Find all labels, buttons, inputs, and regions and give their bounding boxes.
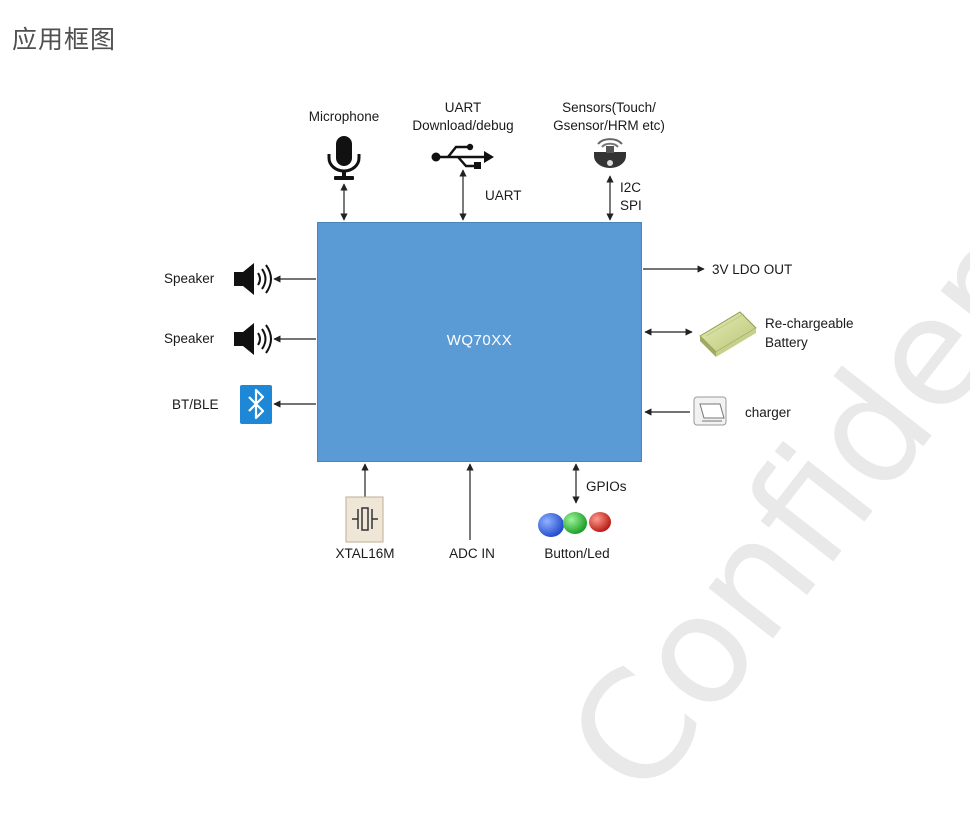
chip-block: [317, 222, 642, 462]
page-title: 应用框图: [12, 25, 117, 54]
battery-label-line1: Re-chargeable: [765, 316, 854, 331]
charger-label: charger: [745, 405, 791, 420]
speaker-label-2: Speaker: [164, 331, 215, 346]
uart-title-line1: UART: [444, 100, 482, 115]
gpios-label: GPIOs: [586, 479, 627, 494]
speaker-icon: [234, 263, 272, 295]
bus-i2c-label: I2C: [620, 180, 642, 195]
chip-label: WQ70XX: [446, 332, 513, 349]
sensors-label-line2: Gsensor/HRM etc): [553, 118, 665, 133]
microphone-icon: [327, 136, 361, 180]
charger-icon: [693, 396, 727, 426]
sensor-icon: [594, 138, 626, 168]
microphone-label: Microphone: [308, 109, 380, 124]
bt-label: BT/BLE: [172, 397, 219, 412]
bus-spi-label: SPI: [620, 198, 642, 213]
battery-icon: [699, 311, 757, 357]
uart-link-label: UART: [485, 188, 522, 203]
adc-label: ADC IN: [449, 546, 495, 561]
speaker-icon: [234, 323, 272, 355]
crystal-icon: [345, 496, 384, 543]
usb-icon: [431, 143, 494, 169]
block-diagram: [234, 136, 757, 543]
xtal-label: XTAL16M: [335, 546, 395, 561]
battery-label-line2: Battery: [765, 335, 808, 350]
led-buttons-icon: [538, 512, 611, 537]
sensors-label-line1: Sensors(Touch/: [562, 100, 656, 115]
button-led-label: Button/Led: [544, 546, 610, 561]
speaker-label-1: Speaker: [164, 271, 215, 286]
bluetooth-icon: [240, 385, 272, 424]
ldo-label: 3V LDO OUT: [712, 262, 793, 277]
uart-title-line2: Download/debug: [412, 118, 514, 133]
